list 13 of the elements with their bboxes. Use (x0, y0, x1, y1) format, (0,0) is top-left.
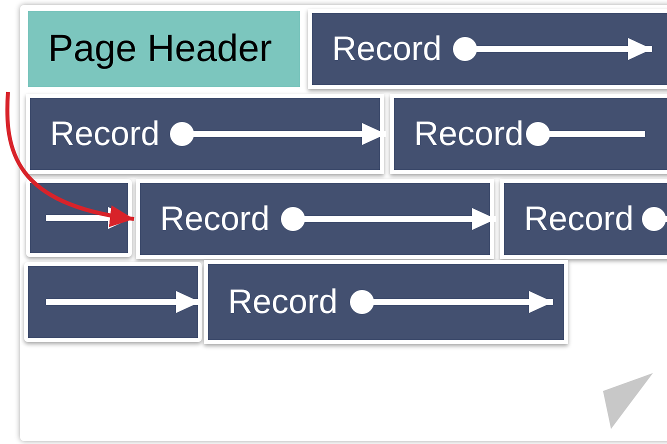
header-label: Page Header (48, 30, 272, 68)
record-label: Record (414, 117, 524, 151)
record-label: Record (160, 202, 270, 236)
pointer-arrow (46, 291, 200, 313)
pointer-arrow (453, 37, 652, 61)
record-label: Record (228, 285, 338, 319)
record-label: Record (332, 32, 442, 66)
page-sheet (20, 5, 667, 441)
record-label: Record (50, 117, 160, 151)
record-label: Record (524, 202, 634, 236)
curved-arrow (5, 92, 134, 226)
pointer-arrow (350, 290, 553, 314)
header-box (28, 11, 300, 87)
